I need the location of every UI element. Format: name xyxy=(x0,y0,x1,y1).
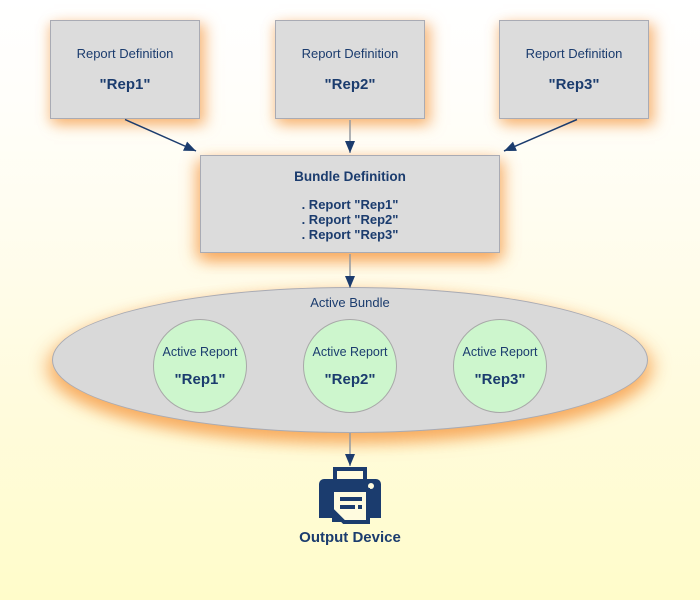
active-report-name: "Rep2" xyxy=(324,370,376,388)
bundle-item: . Report "Rep2" xyxy=(301,212,399,227)
active-report-circle-3: Active Report "Rep3" xyxy=(453,319,547,413)
report-name: "Rep2" xyxy=(324,76,376,93)
bundle-definition-title: Bundle Definition xyxy=(294,169,406,184)
report-definition-label: Report Definition xyxy=(525,46,623,61)
bundle-definition-items: . Report "Rep1" . Report "Rep2" . Report… xyxy=(302,197,399,242)
arrow-rep1-to-bundle xyxy=(124,118,197,152)
bundle-item: . Report "Rep1" xyxy=(301,197,399,212)
report-name: "Rep3" xyxy=(548,76,600,93)
bundle-item: . Report "Rep3" xyxy=(301,227,399,242)
bundle-definition-box: Bundle Definition . Report "Rep1" . Repo… xyxy=(200,155,500,253)
report-definition-label: Report Definition xyxy=(76,46,174,61)
active-report-circle-2: Active Report "Rep2" xyxy=(303,319,397,413)
report-name: "Rep1" xyxy=(99,76,151,93)
report-definition-box-2: Report Definition "Rep2" xyxy=(275,20,425,119)
active-report-label: Active Report xyxy=(162,344,238,359)
active-report-name: "Rep3" xyxy=(474,370,526,388)
active-bundle-label: Active Bundle xyxy=(310,295,390,310)
active-report-label: Active Report xyxy=(312,344,388,359)
active-report-name: "Rep1" xyxy=(174,370,226,388)
output-device-label: Output Device xyxy=(299,529,401,546)
report-definition-box-3: Report Definition "Rep3" xyxy=(499,20,649,119)
active-report-circle-1: Active Report "Rep1" xyxy=(153,319,247,413)
report-definition-label: Report Definition xyxy=(301,46,399,61)
active-report-label: Active Report xyxy=(462,344,538,359)
arrow-rep3-to-bundle xyxy=(503,118,578,152)
report-definition-box-1: Report Definition "Rep1" xyxy=(50,20,200,119)
printer-icon xyxy=(318,466,382,524)
